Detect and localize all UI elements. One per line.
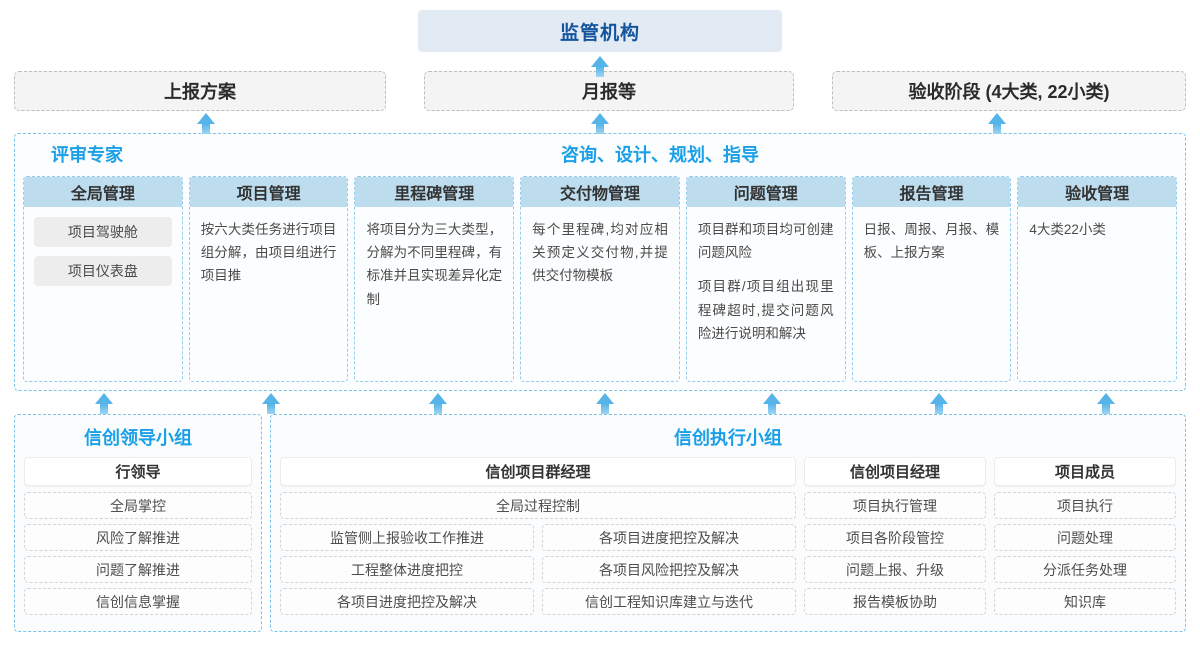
group-title-execution: 信创执行小组	[674, 428, 782, 448]
arrow-up-icon	[591, 113, 609, 134]
mgmt-paragraph: 将项目分为三大类型，分解为不同里程碑，有标准并且实现差异化定制	[366, 222, 503, 307]
role-item-full-width[interactable]: 全局过程控制	[280, 492, 796, 519]
role-item[interactable]: 各项目进度把控及解决	[542, 524, 796, 551]
arrow-up-icon	[988, 113, 1006, 134]
role-item[interactable]: 项目执行	[994, 492, 1176, 519]
mgmt-paragraph: 日报、周报、月报、模板、上报方案	[863, 222, 1000, 261]
regulator-box[interactable]: 监管机构	[418, 10, 782, 52]
role-item[interactable]: 各项目风险把控及解决	[542, 556, 796, 583]
role-header[interactable]: 行领导	[24, 457, 252, 486]
role-item[interactable]: 工程整体进度把控	[280, 556, 534, 583]
role-item[interactable]: 监管侧上报验收工作推进	[280, 524, 534, 551]
mgmt-column-issue[interactable]: 问题管理 项目群和项目均可创建问题风险 项目群/项目组出现里程碑超时,提交问题风…	[685, 176, 846, 382]
mgmt-paragraph: 每个里程碑,均对应相关预定义交付物,并提供交付物模板	[532, 222, 668, 284]
role-item[interactable]: 风险了解推进	[24, 524, 252, 551]
mgmt-paragraph: 项目群/项目组出现里程碑超时,提交问题风险进行说明和解决	[697, 279, 834, 341]
role-item[interactable]: 各项目进度把控及解决	[280, 588, 534, 615]
mgmt-column-title: 全局管理	[24, 177, 182, 207]
role-header[interactable]: 项目成员	[994, 457, 1176, 486]
arrow-up-icon	[429, 393, 447, 414]
role-column-project-member: 项目成员 项目执行 问题处理 分派任务处理 知识库	[994, 457, 1176, 621]
group-title-leadership: 信创领导小组	[84, 428, 192, 448]
mgmt-paragraph: 项目群和项目均可创建问题风险	[697, 222, 834, 261]
mgmt-column-project[interactable]: 项目管理 按六大类任务进行项目组分解，由项目组进行项目推	[188, 176, 349, 382]
group-execution: 信创执行小组 信创项目群经理 全局过程控制 监管侧上报验收工作推进 工程整体进度…	[270, 414, 1186, 632]
mgmt-column-body: 每个里程碑,均对应相关预定义交付物,并提供交付物模板	[521, 207, 679, 296]
arrow-up-icon	[596, 393, 614, 414]
mgmt-column-report[interactable]: 报告管理 日报、周报、月报、模板、上报方案	[851, 176, 1012, 382]
role-item-list: 项目执行 问题处理 分派任务处理 知识库	[994, 492, 1176, 615]
mgmt-pill-list: 项目驾驶舱 项目仪表盘	[24, 207, 182, 286]
role-item[interactable]: 项目执行管理	[804, 492, 986, 519]
leadership-role-columns: 行领导 全局掌控 风险了解推进 问题了解推进 信创信息掌握	[15, 457, 261, 631]
arrow-up-icon	[591, 56, 609, 77]
program-manager-right-items: 各项目进度把控及解决 各项目风险把控及解决 信创工程知识库建立与迭代	[542, 524, 796, 615]
role-column-project-manager: 信创项目经理 项目执行管理 项目各阶段管控 问题上报、升级 报告模板协助	[804, 457, 986, 621]
report-box-submission-plan[interactable]: 上报方案	[14, 71, 386, 111]
report-box-acceptance-stage[interactable]: 验收阶段 (4大类, 22小类)	[832, 71, 1186, 111]
role-item-list: 项目执行管理 项目各阶段管控 问题上报、升级 报告模板协助	[804, 492, 986, 615]
role-item-list: 全局掌控 风险了解推进 问题了解推进 信创信息掌握	[24, 492, 252, 615]
mgmt-column-deliverable[interactable]: 交付物管理 每个里程碑,均对应相关预定义交付物,并提供交付物模板	[520, 176, 680, 382]
report-label: 验收阶段 (4大类, 22小类)	[908, 82, 1110, 102]
mgmt-column-title: 项目管理	[189, 177, 348, 207]
pill-item[interactable]: 项目驾驶舱	[34, 217, 172, 247]
group-leadership: 信创领导小组 行领导 全局掌控 风险了解推进 问题了解推进 信创信息掌握	[14, 414, 262, 632]
mgmt-column-body: 将项目分为三大类型，分解为不同里程碑，有标准并且实现差异化定制	[355, 207, 513, 319]
mgmt-column-body: 4大类22小类	[1018, 207, 1176, 249]
report-box-monthly-report[interactable]: 月报等	[424, 71, 794, 111]
mgmt-column-acceptance[interactable]: 验收管理 4大类22小类	[1017, 176, 1178, 382]
arrow-up-icon	[1097, 393, 1115, 414]
mgmt-column-title: 验收管理	[1018, 177, 1177, 207]
management-columns: 全局管理 项目驾驶舱 项目仪表盘 项目管理 按六大类任务进行项目组分解，由项目组…	[23, 176, 1178, 382]
program-manager-subcolumns: 监管侧上报验收工作推进 工程整体进度把控 各项目进度把控及解决 各项目进度把控及…	[280, 524, 796, 615]
role-item[interactable]: 信创工程知识库建立与迭代	[542, 588, 796, 615]
execution-role-columns: 信创项目群经理 全局过程控制 监管侧上报验收工作推进 工程整体进度把控 各项目进…	[271, 457, 1185, 631]
role-item[interactable]: 项目各阶段管控	[804, 524, 986, 551]
role-column-bank-leader: 行领导 全局掌控 风险了解推进 问题了解推进 信创信息掌握	[24, 457, 252, 621]
role-item-list: 全局过程控制	[280, 492, 796, 519]
platform-label-consulting: 咨询、设计、规划、指导	[561, 145, 759, 165]
mgmt-column-title: 里程碑管理	[355, 177, 514, 207]
role-item[interactable]: 分派任务处理	[994, 556, 1176, 583]
arrow-up-icon	[197, 113, 215, 134]
role-item[interactable]: 问题处理	[994, 524, 1176, 551]
mgmt-column-global[interactable]: 全局管理 项目驾驶舱 项目仪表盘	[23, 176, 183, 382]
report-row: 上报方案 月报等 验收阶段 (4大类, 22小类)	[14, 71, 1186, 111]
arrow-up-icon	[95, 393, 113, 414]
teams-row: 信创领导小组 行领导 全局掌控 风险了解推进 问题了解推进 信创信息掌握 信创执…	[14, 414, 1186, 632]
role-item[interactable]: 全局掌控	[24, 492, 252, 519]
mgmt-column-milestone[interactable]: 里程碑管理 将项目分为三大类型，分解为不同里程碑，有标准并且实现差异化定制	[354, 176, 515, 382]
role-item[interactable]: 问题了解推进	[24, 556, 252, 583]
mgmt-column-body: 项目群和项目均可创建问题风险 项目群/项目组出现里程碑超时,提交问题风险进行说明…	[687, 207, 845, 353]
regulator-label: 监管机构	[559, 22, 640, 44]
role-item[interactable]: 信创信息掌握	[24, 588, 252, 615]
report-label: 月报等	[582, 82, 636, 102]
mgmt-paragraph: 按六大类任务进行项目组分解，由项目组进行项目推	[200, 222, 337, 284]
mgmt-column-title: 问题管理	[686, 177, 845, 207]
role-header[interactable]: 信创项目群经理	[280, 457, 796, 486]
platform-header: 评审专家 咨询、设计、规划、指导	[15, 134, 1185, 172]
mgmt-column-title: 报告管理	[852, 177, 1011, 207]
role-item[interactable]: 报告模板协助	[804, 588, 986, 615]
program-manager-left-items: 监管侧上报验收工作推进 工程整体进度把控 各项目进度把控及解决	[280, 524, 534, 615]
role-item[interactable]: 问题上报、升级	[804, 556, 986, 583]
regulator-row: 监管机构	[0, 10, 1200, 52]
mgmt-paragraph: 4大类22小类	[1029, 222, 1106, 237]
arrow-up-icon	[763, 393, 781, 414]
role-item[interactable]: 知识库	[994, 588, 1176, 615]
mgmt-column-title: 交付物管理	[521, 177, 679, 207]
pill-item[interactable]: 项目仪表盘	[34, 256, 172, 286]
role-header[interactable]: 信创项目经理	[804, 457, 986, 486]
report-label: 上报方案	[164, 82, 236, 102]
role-column-program-manager: 信创项目群经理 全局过程控制 监管侧上报验收工作推进 工程整体进度把控 各项目进…	[280, 457, 796, 621]
platform-label-review-experts: 评审专家	[51, 145, 123, 165]
platform-panel: 评审专家 咨询、设计、规划、指导 全局管理 项目驾驶舱 项目仪表盘 项目管理 按…	[14, 133, 1186, 391]
arrow-up-icon	[262, 393, 280, 414]
mgmt-column-body: 日报、周报、月报、模板、上报方案	[853, 207, 1011, 272]
mgmt-column-body: 按六大类任务进行项目组分解，由项目组进行项目推	[190, 207, 348, 296]
arrow-up-icon	[930, 393, 948, 414]
